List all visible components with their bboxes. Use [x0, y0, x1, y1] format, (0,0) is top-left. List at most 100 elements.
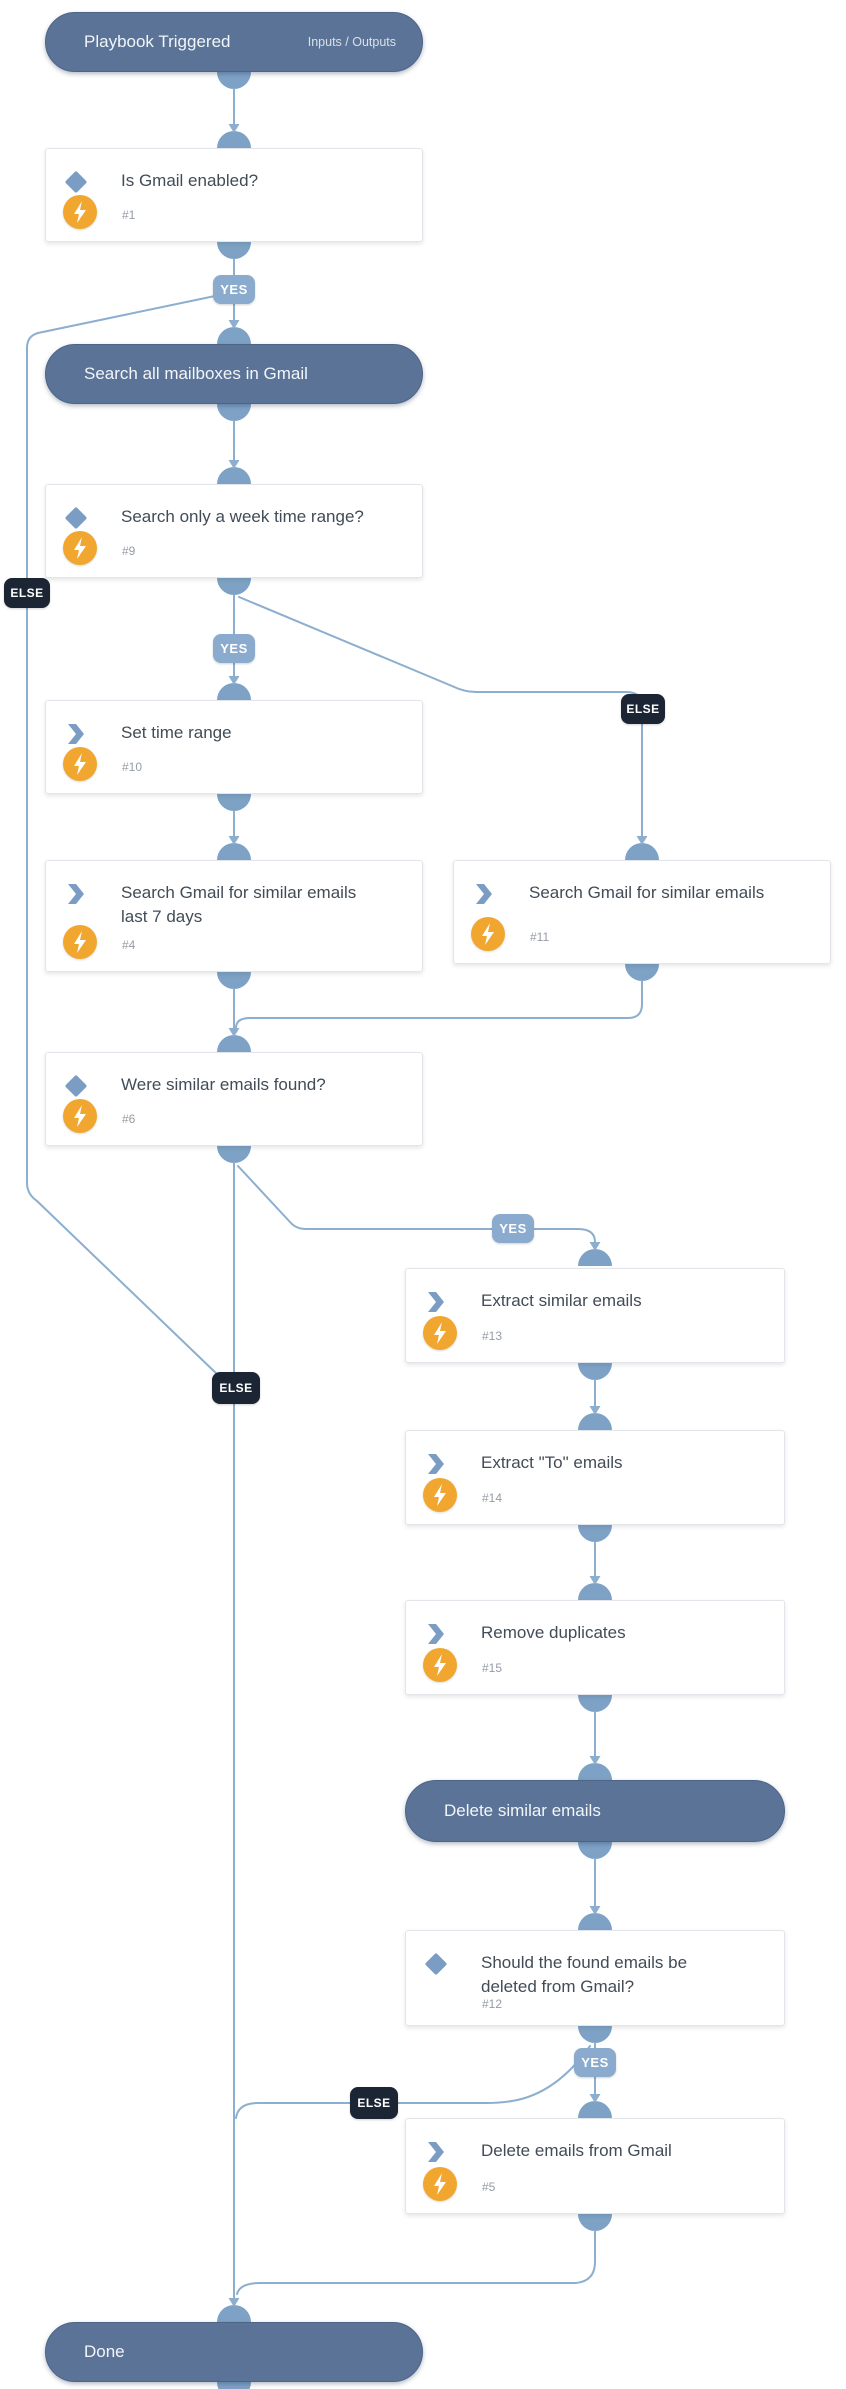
- port-out-c14[interactable]: [578, 1525, 612, 1542]
- action-chevron-icon: [474, 884, 492, 904]
- port-in-c11[interactable]: [625, 843, 659, 860]
- branch-else-c12[interactable]: ELSE: [350, 2087, 398, 2119]
- port-in-c10[interactable]: [217, 683, 251, 700]
- port-in-c4[interactable]: [217, 843, 251, 860]
- node-card-search-similar[interactable]: Search Gmail for similar emails #11: [453, 860, 831, 964]
- lightning-icon: [471, 917, 505, 951]
- node-title: Is Gmail enabled?: [121, 171, 259, 190]
- decision-diamond-icon: [424, 1952, 448, 1976]
- branch-yes-c9[interactable]: YES: [213, 634, 255, 663]
- action-chevron-icon: [426, 2142, 444, 2162]
- node-card-week-time-range[interactable]: Search only a week time range? #9: [45, 484, 423, 578]
- port-out-c10[interactable]: [217, 794, 251, 811]
- step-number: #1: [122, 208, 136, 222]
- step-number: #12: [482, 1997, 503, 2011]
- port-out-c9[interactable]: [217, 578, 251, 595]
- trigger-title: Playbook Triggered: [84, 32, 231, 51]
- node-card-extract-similar[interactable]: Extract similar emails #13: [405, 1268, 785, 1363]
- node-delete-similar-emails[interactable]: Delete similar emails: [405, 1780, 785, 1842]
- step-number: #13: [482, 1329, 503, 1343]
- port-in-c12[interactable]: [578, 1913, 612, 1930]
- node-title: Should the found emails be deleted from …: [481, 1953, 688, 1996]
- arrowheads: [228, 124, 648, 2307]
- port-in-c15[interactable]: [578, 1583, 612, 1600]
- action-chevron-icon: [426, 1454, 444, 1474]
- action-chevron-icon: [426, 1624, 444, 1644]
- step-number: #14: [482, 1491, 503, 1505]
- port-in-c9[interactable]: [217, 467, 251, 484]
- action-chevron-icon: [426, 1292, 444, 1312]
- decision-diamond-icon: [64, 1074, 88, 1098]
- lightning-icon: [63, 747, 97, 781]
- node-card-should-delete[interactable]: Should the found emails be deleted from …: [405, 1930, 785, 2026]
- pill-title: Search all mailboxes in Gmail: [84, 364, 308, 383]
- port-in-delete-similar[interactable]: [578, 1763, 612, 1780]
- port-out-c4[interactable]: [217, 972, 251, 989]
- port-in-c5[interactable]: [578, 2101, 612, 2118]
- lightning-icon: [63, 195, 97, 229]
- port-out-search-all[interactable]: [217, 404, 251, 421]
- node-card-delete-emails[interactable]: Delete emails from Gmail #5: [405, 2118, 785, 2214]
- step-number: #6: [122, 1112, 136, 1126]
- step-number: #11: [530, 930, 550, 944]
- lightning-icon: [423, 1648, 457, 1682]
- node-card-search-similar-7days[interactable]: Search Gmail for similar emails last 7 d…: [45, 860, 423, 972]
- action-chevron-icon: [66, 724, 84, 744]
- node-card-set-time-range[interactable]: Set time range #10: [45, 700, 423, 794]
- node-search-all-mailboxes[interactable]: Search all mailboxes in Gmail: [45, 344, 423, 404]
- step-number: #15: [482, 1661, 503, 1675]
- action-chevron-icon: [66, 884, 84, 904]
- port-out-c5[interactable]: [578, 2214, 612, 2231]
- branch-else-c9[interactable]: ELSE: [621, 694, 665, 724]
- port-in-c14[interactable]: [578, 1413, 612, 1430]
- step-number: #10: [122, 760, 143, 774]
- port-out-c13[interactable]: [578, 1363, 612, 1380]
- port-out-trigger[interactable]: [217, 72, 251, 89]
- node-title: Set time range: [121, 723, 232, 742]
- port-out-c15[interactable]: [578, 1695, 612, 1712]
- branch-yes-c6[interactable]: YES: [492, 1214, 534, 1243]
- node-title: Search only a week time range?: [121, 507, 364, 526]
- port-out-c1[interactable]: [217, 242, 251, 259]
- port-out-c11[interactable]: [625, 964, 659, 981]
- node-title: Were similar emails found?: [121, 1075, 326, 1094]
- inputs-outputs-link[interactable]: Inputs / Outputs: [307, 35, 396, 49]
- lightning-icon: [63, 1099, 97, 1133]
- step-number: #5: [482, 2180, 496, 2194]
- node-title: Search Gmail for similar emails last 7 d…: [121, 883, 357, 926]
- port-out-done[interactable]: [217, 2382, 251, 2389]
- node-title: Remove duplicates: [481, 1623, 626, 1642]
- lightning-icon: [63, 531, 97, 565]
- lightning-icon: [423, 1478, 457, 1512]
- node-card-extract-to-emails[interactable]: Extract "To" emails #14: [405, 1430, 785, 1525]
- node-card-is-gmail-enabled[interactable]: Is Gmail enabled? #1: [45, 148, 423, 242]
- port-in-done[interactable]: [217, 2305, 251, 2322]
- step-number: #4: [122, 938, 136, 952]
- node-title: Delete emails from Gmail: [481, 2141, 672, 2160]
- node-title: Extract "To" emails: [481, 1453, 623, 1472]
- branch-yes-c1[interactable]: YES: [213, 275, 255, 304]
- node-playbook-triggered[interactable]: Playbook Triggered Inputs / Outputs: [45, 12, 423, 72]
- lightning-icon: [63, 925, 97, 959]
- port-in-c13[interactable]: [578, 1249, 612, 1266]
- branch-else-c1[interactable]: ELSE: [4, 578, 50, 608]
- node-title: Extract similar emails: [481, 1291, 642, 1310]
- port-in-search-all[interactable]: [217, 327, 251, 344]
- node-title: Search Gmail for similar emails: [529, 883, 765, 902]
- branch-yes-c12[interactable]: YES: [574, 2048, 616, 2077]
- pill-title: Done: [84, 2342, 125, 2361]
- step-number: #9: [122, 544, 136, 558]
- node-done[interactable]: Done: [45, 2322, 423, 2382]
- port-out-c6[interactable]: [217, 1146, 251, 1163]
- pill-title: Delete similar emails: [444, 1801, 601, 1820]
- port-in-c6[interactable]: [217, 1035, 251, 1052]
- node-card-remove-duplicates[interactable]: Remove duplicates #15: [405, 1600, 785, 1695]
- port-out-c12[interactable]: [578, 2026, 612, 2043]
- port-out-delete-similar[interactable]: [578, 1842, 612, 1859]
- branch-else-c6[interactable]: ELSE: [212, 1372, 260, 1404]
- port-in-c1[interactable]: [217, 131, 251, 148]
- lightning-icon: [423, 1316, 457, 1350]
- node-card-were-similar-found[interactable]: Were similar emails found? #6: [45, 1052, 423, 1146]
